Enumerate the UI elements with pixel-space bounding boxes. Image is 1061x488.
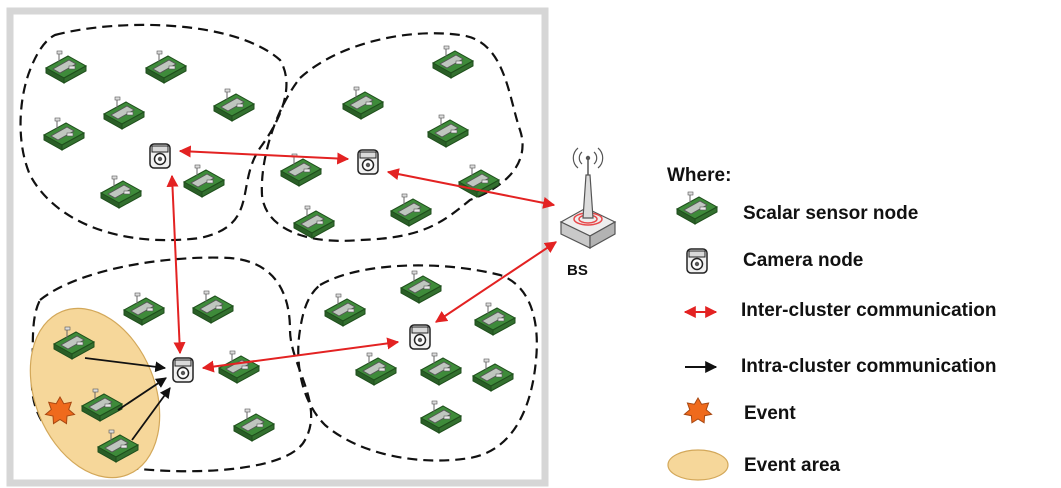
scalar-sensor-node-icon [103, 96, 145, 130]
scalar-sensor-node-icon [474, 302, 516, 336]
scalar-sensor-node-icon [390, 193, 432, 227]
scalar-sensor-node-icon [183, 164, 225, 198]
legend-event-area-ellipse-icon [667, 449, 729, 481]
scalar-sensor-node-icon [100, 175, 142, 209]
scalar-sensor-node-icon [355, 352, 397, 386]
scalar-sensor-node-icon [400, 270, 442, 304]
scalar-sensor-node-icon [123, 292, 165, 326]
scalar-sensor-node-icon [472, 358, 514, 392]
scalar-sensor-node-icon [420, 400, 462, 434]
camera-node-icon [357, 149, 379, 175]
inter-cluster-link [178, 145, 350, 165]
event-star-icon [44, 395, 76, 425]
cluster-top-left [19, 23, 288, 242]
legend-title: Where: [667, 165, 732, 186]
inter-cluster-link [435, 241, 557, 323]
event-area [29, 307, 161, 479]
scalar-sensor-node-icon [420, 352, 462, 386]
scalar-sensor-node-icon [280, 153, 322, 187]
scalar-sensor-node-icon [45, 50, 87, 84]
legend-label-event-area: Event area [744, 455, 841, 476]
intra-cluster-link [117, 377, 167, 411]
legend-label-camera-node: Camera node [743, 250, 864, 271]
camera-node-icon [149, 143, 171, 169]
cluster-top-right [260, 32, 524, 242]
legend-event-star-icon [683, 397, 713, 424]
camera-node-icon [409, 324, 431, 350]
intra-cluster-link [84, 357, 167, 373]
legend-label-intra-cluster-communication: Intra-cluster communication [741, 356, 997, 377]
scalar-sensor-node-icon [293, 205, 335, 239]
scalar-sensor-node-icon [213, 88, 255, 122]
inter-cluster-link [166, 174, 186, 355]
legend-label-scalar-sensor-node: Scalar sensor node [743, 203, 919, 224]
intra-cluster-link [131, 387, 171, 441]
scalar-sensor-node-icon [145, 50, 187, 84]
scalar-sensor-node-icon [432, 45, 474, 79]
scalar-sensor-node-icon [43, 117, 85, 151]
inter-cluster-link [386, 168, 556, 209]
scalar-sensor-node-icon [192, 290, 234, 324]
inter-cluster-link [201, 337, 400, 373]
legend-camera-node-icon [686, 248, 708, 274]
legend-label-inter-cluster-communication: Inter-cluster communication [741, 300, 997, 321]
scalar-sensor-node-icon [233, 408, 275, 442]
base-station-label: BS [567, 262, 588, 279]
base-station-icon [559, 147, 617, 250]
legend-scalar-sensor-node-icon [676, 191, 718, 225]
scalar-sensor-node-icon [218, 350, 260, 384]
scalar-sensor-node-icon [342, 86, 384, 120]
camera-node-icon [172, 357, 194, 383]
scalar-sensor-node-icon [427, 114, 469, 148]
legend-label-event: Event [744, 403, 796, 424]
scalar-sensor-node-icon [324, 293, 366, 327]
